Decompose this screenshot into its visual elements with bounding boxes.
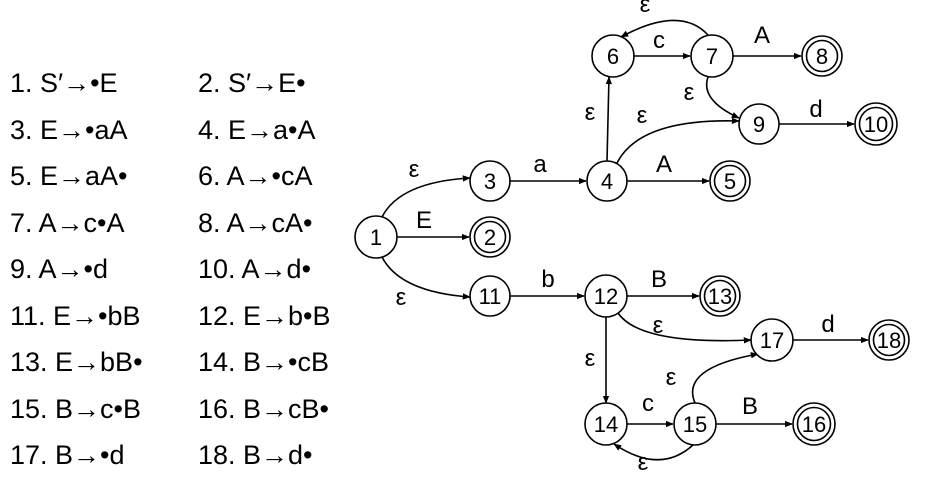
edge-label-15-16: B — [742, 393, 758, 420]
edge-12-17 — [617, 312, 752, 344]
state-label-3: 3 — [484, 169, 496, 194]
state-label-12: 12 — [594, 284, 618, 309]
state-label-4: 4 — [601, 169, 613, 194]
state-8: 8 — [801, 35, 843, 77]
state-4: 4 — [586, 160, 628, 202]
item-10: 10. A→d• — [198, 254, 312, 284]
state-label-16: 16 — [802, 412, 826, 437]
state-1: 1 — [354, 215, 398, 259]
edge-4-9 — [616, 117, 740, 164]
state-label-6: 6 — [607, 44, 619, 69]
state-13: 13 — [699, 275, 741, 317]
edge-7-9 — [705, 76, 740, 119]
state-label-7: 7 — [706, 44, 718, 69]
item-12: 12. E→b•B — [198, 300, 331, 331]
item-6: 6. A→•cA — [198, 161, 313, 191]
state-16: 16 — [792, 402, 836, 446]
edge-label-15-14: ε — [638, 449, 649, 476]
item-3: 3. E→•aA — [10, 114, 128, 145]
edge-15-17 — [691, 352, 759, 404]
item-13: 13. E→bB• — [10, 347, 143, 377]
state-label-14: 14 — [594, 412, 618, 437]
state-10: 10 — [854, 102, 898, 146]
edge-1-11 — [381, 256, 471, 300]
state-14: 14 — [584, 402, 628, 446]
item-17: 17. B→•d — [10, 440, 125, 470]
edge-label-7-6: ε — [640, 0, 651, 18]
item-5: 5. E→aA• — [10, 161, 128, 191]
edge-label-7-8: A — [754, 22, 770, 49]
edge-label-12-13: B — [651, 266, 667, 293]
state-9: 9 — [738, 103, 780, 145]
edge-4-6 — [605, 76, 613, 162]
edge-label-12-14: ε — [585, 345, 596, 372]
state-18: 18 — [868, 319, 910, 361]
edge-label-15-17: ε — [666, 364, 677, 391]
state-label-1: 1 — [370, 225, 382, 250]
state-label-13: 13 — [708, 284, 732, 309]
edge-7-6 — [620, 19, 709, 38]
state-label-8: 8 — [816, 44, 828, 69]
edge-label-12-17: ε — [653, 312, 664, 339]
edge-label-4-6: ε — [585, 99, 596, 126]
edge-15-14 — [613, 443, 694, 461]
item-14: 14. B→•cB — [198, 347, 330, 377]
edge-label-9-10: d — [809, 96, 822, 123]
state-17: 17 — [750, 318, 794, 362]
state-label-9: 9 — [753, 112, 765, 137]
edge-label-1-11: ε — [396, 284, 407, 311]
state-2: 2 — [469, 216, 511, 258]
item-2: 2. S′→E• — [198, 68, 306, 98]
state-3: 3 — [469, 160, 511, 202]
state-6: 6 — [591, 34, 635, 78]
edge-1-3 — [381, 175, 471, 218]
edge-label-14-15: c — [642, 390, 654, 417]
state-label-10: 10 — [864, 112, 888, 137]
item-7: 7. A→c•A — [10, 207, 125, 238]
item-11: 11. E→•bB — [10, 300, 141, 331]
state-label-5: 5 — [724, 169, 736, 194]
state-label-11: 11 — [479, 284, 502, 309]
edge-label-3-4: a — [533, 151, 547, 178]
edge-label-4-5: A — [656, 151, 672, 178]
state-label-15: 15 — [683, 412, 707, 437]
item-15: 15. B→c•B — [10, 393, 142, 424]
item-4: 4. E→a•A — [198, 114, 316, 145]
item-9: 9. A→•d — [10, 254, 109, 284]
edge-label-11-12: b — [541, 266, 554, 293]
edge-label-4-9: ε — [637, 102, 648, 129]
edge-label-17-18: d — [821, 311, 834, 338]
edge-label-1-3: ε — [409, 156, 420, 183]
state-label-17: 17 — [760, 328, 784, 353]
state-label-2: 2 — [484, 225, 496, 250]
item-16: 16. B→cB• — [198, 393, 330, 424]
item-8: 8. A→cA• — [198, 207, 313, 238]
edge-label-6-7: c — [653, 27, 665, 54]
edge-label-7-9: ε — [684, 79, 695, 106]
state-11: 11 — [469, 275, 511, 317]
item-1: 1. S′→•E — [10, 68, 118, 98]
item-18: 18. B→d• — [198, 440, 313, 470]
state-15: 15 — [673, 402, 717, 446]
state-12: 12 — [584, 274, 628, 318]
edge-label-1-2: E — [416, 207, 432, 234]
state-7: 7 — [690, 34, 734, 78]
state-label-18: 18 — [877, 328, 901, 353]
state-5: 5 — [709, 160, 751, 202]
